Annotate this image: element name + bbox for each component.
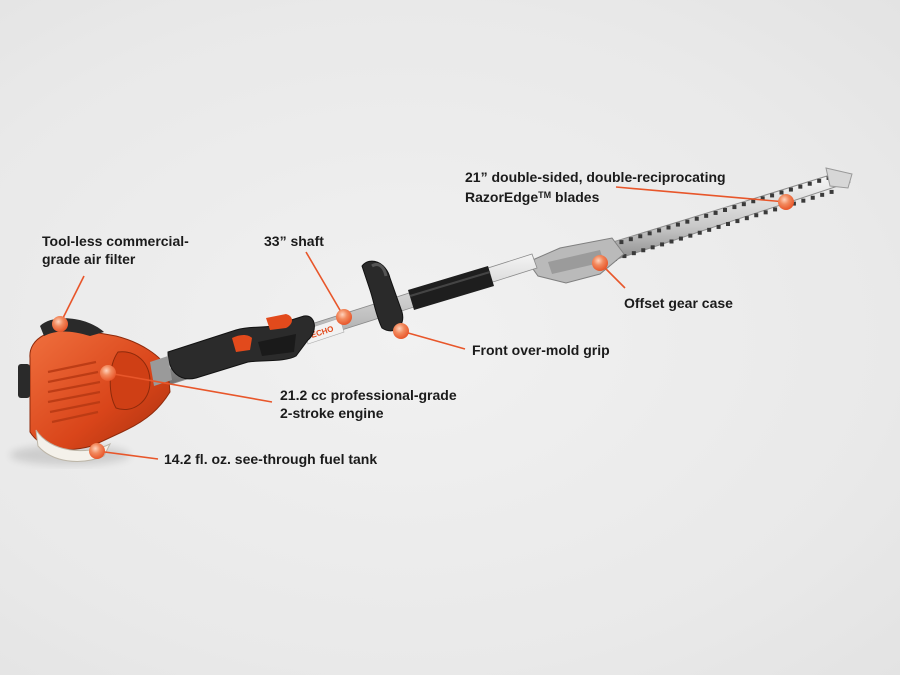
callout-grip-line1: Front over-mold grip — [472, 342, 610, 358]
blade-tooth — [788, 187, 793, 192]
blade-tooth — [751, 199, 756, 204]
callout-air-filter: Tool-less commercial- grade air filter — [42, 232, 189, 268]
blade-tooth — [763, 210, 768, 215]
callout-dots — [52, 194, 794, 459]
blade-tooth — [675, 222, 680, 227]
blade-tooth — [726, 222, 730, 226]
callout-dot-shaft — [336, 309, 352, 325]
blade-tooth — [744, 216, 749, 221]
blade-tooth — [638, 234, 643, 239]
blade-tooth — [619, 240, 624, 245]
blade-tooth — [704, 213, 709, 218]
callout-gear-case: Offset gear case — [624, 294, 733, 312]
blade-tooth — [685, 219, 690, 224]
blade-tooth — [779, 190, 784, 195]
blade-tooth — [791, 201, 796, 206]
blade-tooth — [723, 208, 727, 212]
blade-tooth — [678, 236, 683, 241]
callout-dot-grip — [393, 323, 409, 339]
callout-blades-line1: 21” double-sided, double-reciprocating — [465, 169, 726, 185]
blade-tooth — [666, 225, 671, 230]
leader-lines — [59, 186, 787, 460]
blade-tooth — [631, 251, 636, 256]
callout-dot-blades — [778, 194, 794, 210]
blade-tooth — [798, 184, 803, 189]
blade-tooth — [641, 248, 646, 253]
callout-engine-line1: 21.2 cc professional-grade — [280, 387, 457, 403]
blade-tooth — [735, 219, 740, 224]
blade-tooth — [697, 230, 702, 235]
callout-blades: 21” double-sided, double-reciprocating R… — [465, 168, 726, 206]
callout-engine-line2: 2-stroke engine — [280, 405, 384, 421]
blade-tooth — [622, 254, 627, 259]
callout-blades-line2: RazorEdgeTM blades — [465, 189, 600, 205]
blade-tooth — [754, 213, 759, 218]
callout-air-filter-line2: grade air filter — [42, 251, 136, 267]
blade-tooth — [669, 239, 674, 244]
callout-grip: Front over-mold grip — [472, 341, 610, 359]
blade-tooth — [770, 193, 775, 198]
callout-air-filter-line1: Tool-less commercial- — [42, 233, 189, 249]
blade-tooth — [694, 216, 699, 221]
blade-tooth — [817, 178, 822, 183]
rear-handle — [167, 314, 315, 380]
blade-tooth — [707, 227, 712, 232]
callout-shaft: 33” shaft — [264, 232, 324, 250]
blade-tooth — [713, 210, 718, 215]
blade-tooth — [732, 205, 737, 210]
callout-shaft-line1: 33” shaft — [264, 233, 324, 249]
blade-tooth — [829, 189, 834, 194]
blade-tooth — [716, 224, 721, 229]
front-grip-foam — [408, 266, 494, 310]
blade-tooth — [650, 245, 655, 250]
engine-body — [18, 318, 172, 462]
blade-tooth — [773, 207, 778, 212]
callout-engine: 21.2 cc professional-grade 2-stroke engi… — [280, 386, 457, 422]
callout-fuel-tank: 14.2 fl. oz. see-through fuel tank — [164, 450, 377, 468]
callout-gear-case-line1: Offset gear case — [624, 295, 733, 311]
blade-tooth — [660, 242, 665, 247]
blade-tooth — [807, 181, 812, 186]
blade-tooth — [820, 192, 825, 197]
blade-tooth — [688, 233, 693, 238]
callout-dot-air-filter — [52, 316, 68, 332]
blade-tooth — [760, 196, 765, 201]
callout-dot-gear-case — [592, 255, 608, 271]
blade-tooth — [801, 198, 806, 203]
blade-tooth — [810, 195, 815, 200]
blade-tooth — [657, 228, 662, 233]
callout-fuel-tank-line1: 14.2 fl. oz. see-through fuel tank — [164, 451, 378, 467]
blade-tooth — [628, 237, 633, 242]
blade-tooth — [647, 231, 652, 236]
callout-dot-fuel-tank — [89, 443, 105, 459]
callout-dot-engine — [100, 365, 116, 381]
blade-tooth — [741, 202, 746, 207]
